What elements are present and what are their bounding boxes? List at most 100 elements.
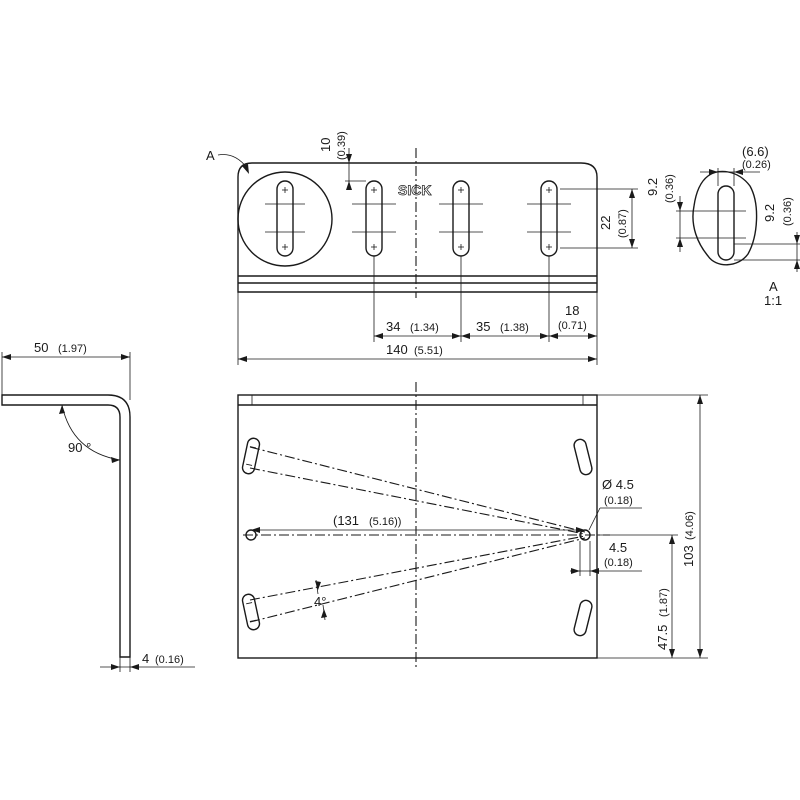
arc-slot-left-bottom-cross-b [249, 619, 256, 622]
arc-slot-right-bottom-shape [573, 599, 593, 637]
sticker-circle [237, 171, 333, 267]
dim-4-5-arrow-a [571, 568, 580, 574]
dim-140-label: 140 [386, 342, 408, 357]
axis-lower-a [249, 535, 586, 601]
dim-10-arrow-b [346, 181, 352, 190]
angle-4-arrow-a [315, 581, 321, 590]
dim-9-2-right-label: 9.2 [762, 204, 777, 222]
dim-9-2-right-arrow-b [794, 260, 800, 269]
arc-slot-right-top-shape [573, 438, 593, 476]
dim-6-6-label-in: (0.26) [742, 159, 771, 171]
dim-10-arrow-a [346, 154, 352, 163]
angle-90-arrow-a [59, 405, 65, 414]
dim-6-6-arrow-b [734, 169, 743, 175]
arc-slot-left-bottom-shape [241, 593, 261, 631]
dim-47-5-arrow-b [669, 649, 675, 658]
dim-18-arrow-a [549, 333, 558, 339]
dim-dia-label-in: (0.18) [604, 495, 633, 507]
dim-50-arrow-b [121, 354, 130, 360]
dim-140-arrow-b [588, 356, 597, 362]
angle-4-label: 4° [314, 594, 326, 609]
dim-dia-leader [588, 507, 601, 531]
front-view: SICK A 10 (0.39) 22 (0.87) 34 (1.34) [206, 131, 638, 365]
dim-9-2-left-arrow-a [677, 202, 683, 211]
dim-6-6-label: (6.6) [742, 144, 769, 159]
dim-47-5-arrow-a [669, 535, 675, 544]
dim-103-label-in: (4.06) [684, 511, 696, 540]
dim-22-label: 22 [598, 216, 613, 230]
top-view-outline [237, 394, 598, 659]
dim-4-label: 4 [142, 651, 149, 666]
dim-18-label-in: (0.71) [558, 320, 587, 332]
dim-10-label: 10 [318, 138, 333, 152]
dim-35-label: 35 [476, 319, 490, 334]
dim-140-arrow-a [238, 356, 247, 362]
dim-18-label: 18 [565, 303, 579, 318]
axis-upper-a [249, 446, 586, 533]
side-view-profile [1, 394, 131, 658]
dim-9-2-right-label-in: (0.36) [782, 197, 794, 226]
detail-a: (6.6) (0.26) 9.2 (0.36) 9.2 (0.36) A 1:1 [645, 144, 800, 308]
dim-103-arrow-a [697, 395, 703, 404]
dim-4-5-label-in: (0.18) [604, 557, 633, 569]
dim-4-arrow-a [111, 664, 120, 670]
dim-9-2-left-arrow-b [677, 238, 683, 247]
arc-slot-left-bottom-cross-a [246, 602, 253, 605]
dim-131-label-in: (5.16)) [369, 516, 401, 528]
front-view-outline [237, 162, 598, 293]
slot-1 [276, 180, 294, 257]
dim-131-arrow-a [251, 527, 260, 533]
detail-ref-label: A [206, 148, 215, 163]
dim-9-2-right-arrow-a [794, 235, 800, 244]
dim-22-arrow-b [629, 239, 635, 248]
dim-35-label-in: (1.38) [500, 322, 529, 334]
detail-a-scale: 1:1 [764, 293, 782, 308]
dim-4-arrow-b [130, 664, 139, 670]
dim-dia-label: Ø 4.5 [602, 477, 634, 492]
dim-140-label-in: (5.51) [414, 345, 443, 357]
arc-slot-right-top [573, 438, 593, 476]
arc-slot-left-top-shape [241, 437, 261, 475]
dim-10-label-in: (0.39) [336, 131, 348, 160]
dim-103-label: 103 [681, 545, 696, 567]
dim-131-label: (131 [333, 513, 359, 528]
axis-lower-b [249, 537, 586, 623]
dim-35-arrow-a [461, 333, 470, 339]
angle-90-label: 90 ° [68, 440, 91, 455]
arc-slot-left-bottom [241, 593, 261, 631]
side-view: 50 (1.97) 90 ° 4 (0.16) [1, 340, 195, 672]
arc-slot-left-top-cross-a [249, 446, 256, 449]
angle-90-arc [61, 404, 121, 461]
dim-50-label-in: (1.97) [58, 343, 87, 355]
dim-47-5-label: 47.5 [655, 625, 670, 650]
angle-90-arrow-b [111, 457, 120, 463]
dim-9-2-left-label-in: (0.36) [664, 174, 676, 203]
dim-4-5-label: 4.5 [609, 540, 627, 555]
arc-slot-right-bottom [573, 599, 593, 637]
dim-4-5-arrow-b [590, 568, 599, 574]
dim-34-arrow-a [374, 333, 383, 339]
axis-upper-b [249, 467, 586, 535]
brand-logo: SICK [398, 182, 431, 198]
dim-22-arrow-a [629, 189, 635, 198]
dim-34-label: 34 [386, 319, 400, 334]
dim-9-2-left-label: 9.2 [645, 178, 660, 196]
detail-a-title: A [769, 279, 778, 294]
dim-4-label-in: (0.16) [155, 654, 184, 666]
arc-slot-left-top-cross-b [246, 463, 253, 466]
arc-slot-left-top [241, 437, 261, 475]
dim-34-label-in: (1.34) [410, 322, 439, 334]
dim-50-arrow-a [2, 354, 11, 360]
dim-50-label: 50 [34, 340, 48, 355]
dim-22-label-in: (0.87) [617, 209, 629, 238]
dim-131-arrow-b [576, 527, 585, 533]
top-view: (131 (5.16)) Ø 4.5 (0.18) 4.5 (0.18) 103… [237, 382, 708, 668]
dim-47-5-label-in: (1.87) [658, 588, 670, 617]
dim-18-arrow-b [588, 333, 597, 339]
angle-4-arrow-b [321, 609, 327, 618]
detail-a-breakout [692, 170, 758, 266]
dim-103-arrow-b [697, 649, 703, 658]
detail-a-slot [717, 185, 735, 261]
detail-ref-arrow [242, 164, 249, 174]
